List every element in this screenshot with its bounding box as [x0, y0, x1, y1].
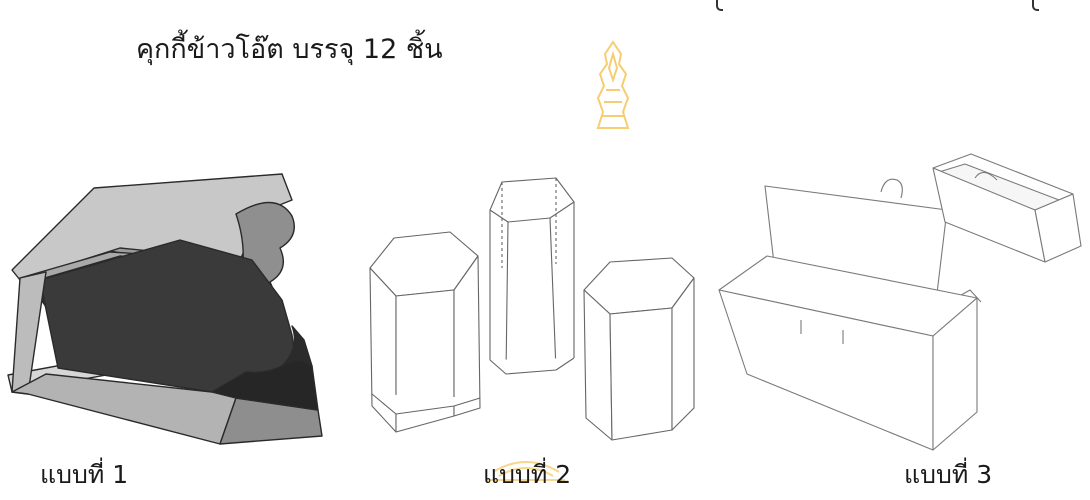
watermark-emblem-base	[487, 461, 565, 481]
caption-style-2: แบบที่ 2	[483, 460, 572, 489]
stray-mark	[716, 0, 723, 11]
caption-style-3: แบบที่ 3	[904, 460, 993, 489]
box-figure-3	[718, 153, 1082, 451]
box-figure-1	[7, 173, 323, 445]
watermark-emblem	[596, 40, 630, 129]
caption-style-1: แบบที่ 1	[40, 460, 129, 489]
stray-mark	[1032, 0, 1039, 11]
box-figure-2	[369, 177, 695, 441]
page-title: คุกกี้ข้าวโอ๊ต บรรจุ 12 ชิ้น	[136, 34, 443, 65]
